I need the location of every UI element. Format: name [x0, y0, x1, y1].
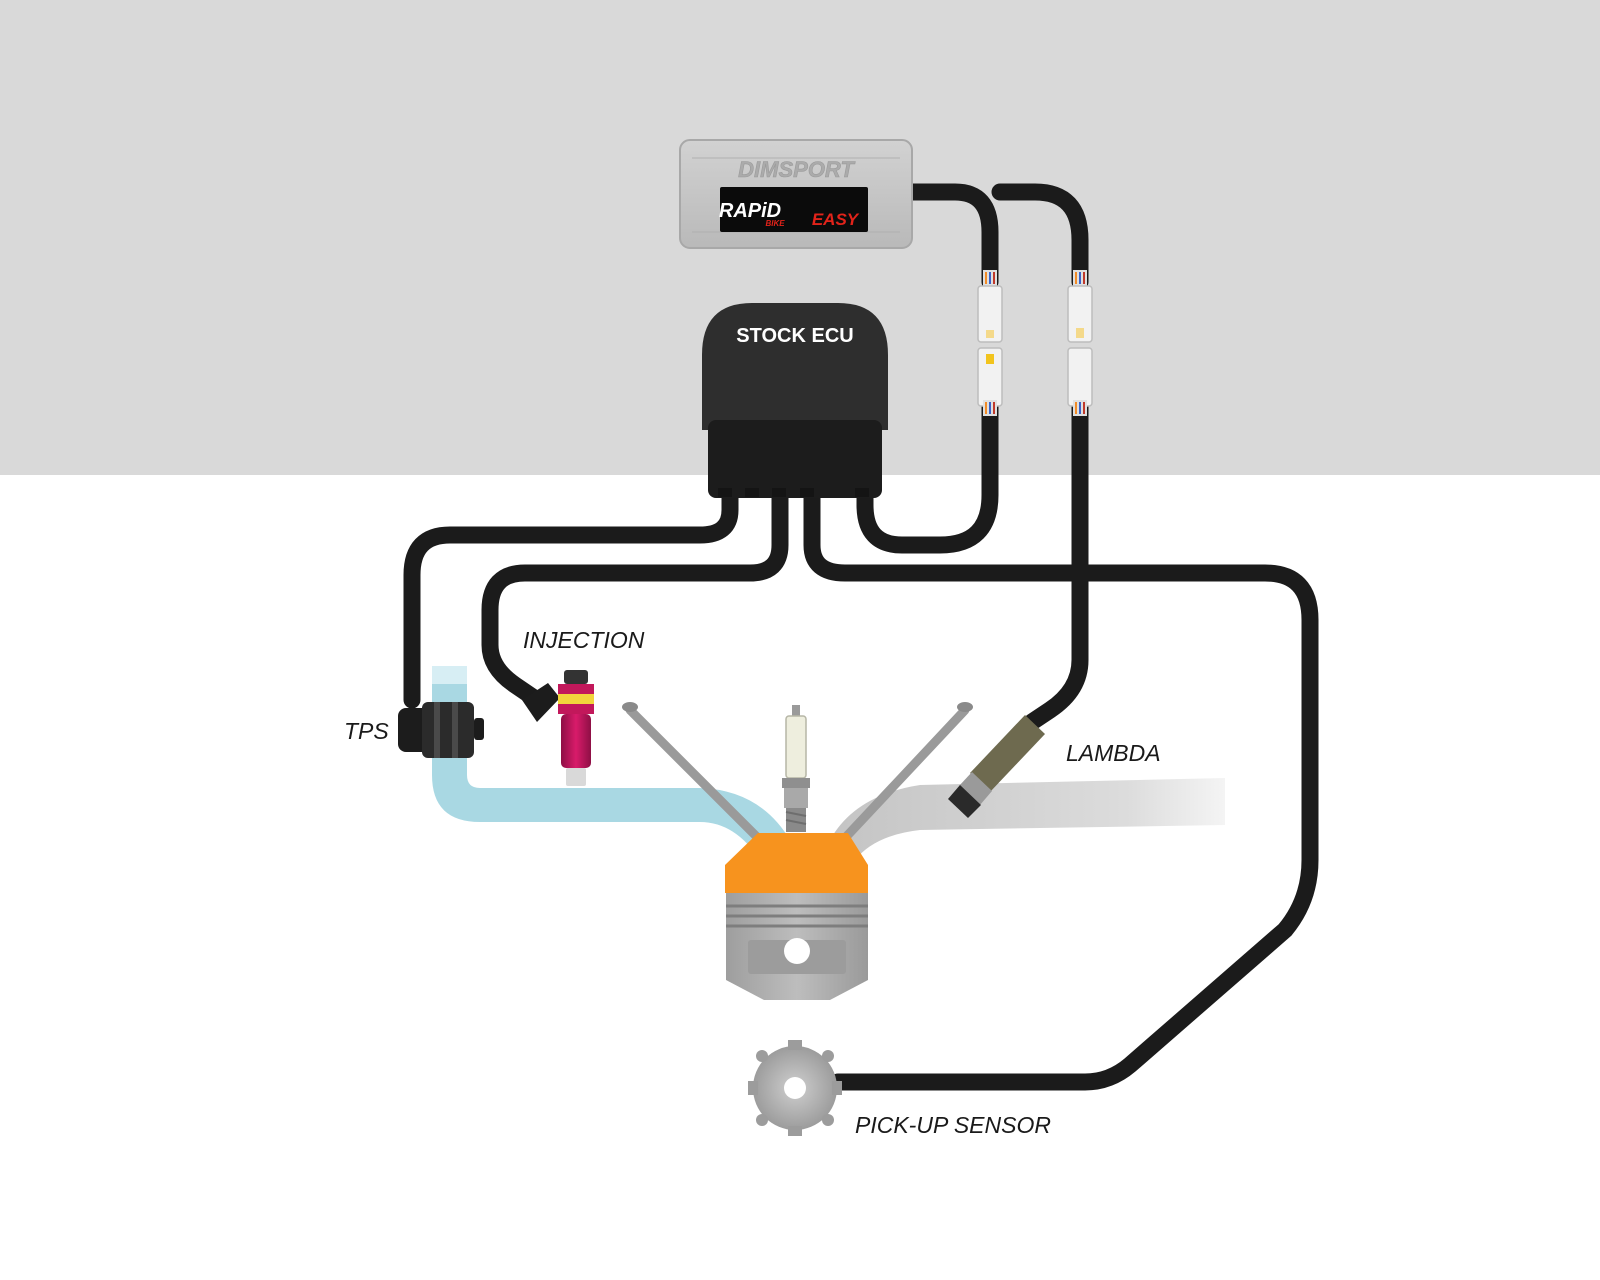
connector-icon — [977, 270, 1003, 416]
spark-plug-icon — [782, 705, 810, 832]
intake-manifold — [432, 680, 790, 860]
cable-conn-b-lambda — [1023, 396, 1089, 731]
label-pickup-sensor: PICK-UP SENSOR — [855, 1112, 1051, 1138]
pickup-wheel-icon — [748, 1040, 842, 1136]
stock-ecu-icon: STOCK ECU — [702, 303, 888, 498]
ecu-module-icon: DIMSPORT RAPiD BIKE EASY — [679, 139, 913, 249]
cable-harness — [403, 183, 1319, 1091]
cable-ecu-tps — [403, 488, 739, 709]
cable-module-a — [903, 183, 999, 291]
module-product-secondary: EASY — [812, 210, 860, 229]
exhaust-pipe — [830, 778, 1225, 860]
module-product-primary: RAPiD — [719, 200, 781, 222]
label-tps: TPS — [344, 718, 389, 744]
lambda-probe-icon — [948, 715, 1045, 818]
intake-valve — [622, 702, 765, 845]
ecu-label: STOCK ECU — [736, 325, 853, 347]
exhaust-valve — [840, 702, 973, 843]
cable-ecu-injector — [481, 488, 789, 711]
module-product-sub: BIKE — [765, 219, 785, 228]
label-lambda: LAMBDA — [1066, 740, 1161, 766]
tps-icon — [398, 666, 484, 758]
module-brand: DIMSPORT — [738, 157, 855, 182]
cable-ecu-pickup — [803, 488, 1319, 1091]
connector-icon — [1067, 270, 1093, 416]
piston-icon — [726, 893, 868, 1000]
label-injection: INJECTION — [523, 627, 645, 653]
combustion-chamber — [725, 833, 868, 893]
cable-module-b — [991, 183, 1089, 291]
injector-icon — [522, 670, 594, 786]
cable-conn-a-ecu — [856, 396, 999, 554]
